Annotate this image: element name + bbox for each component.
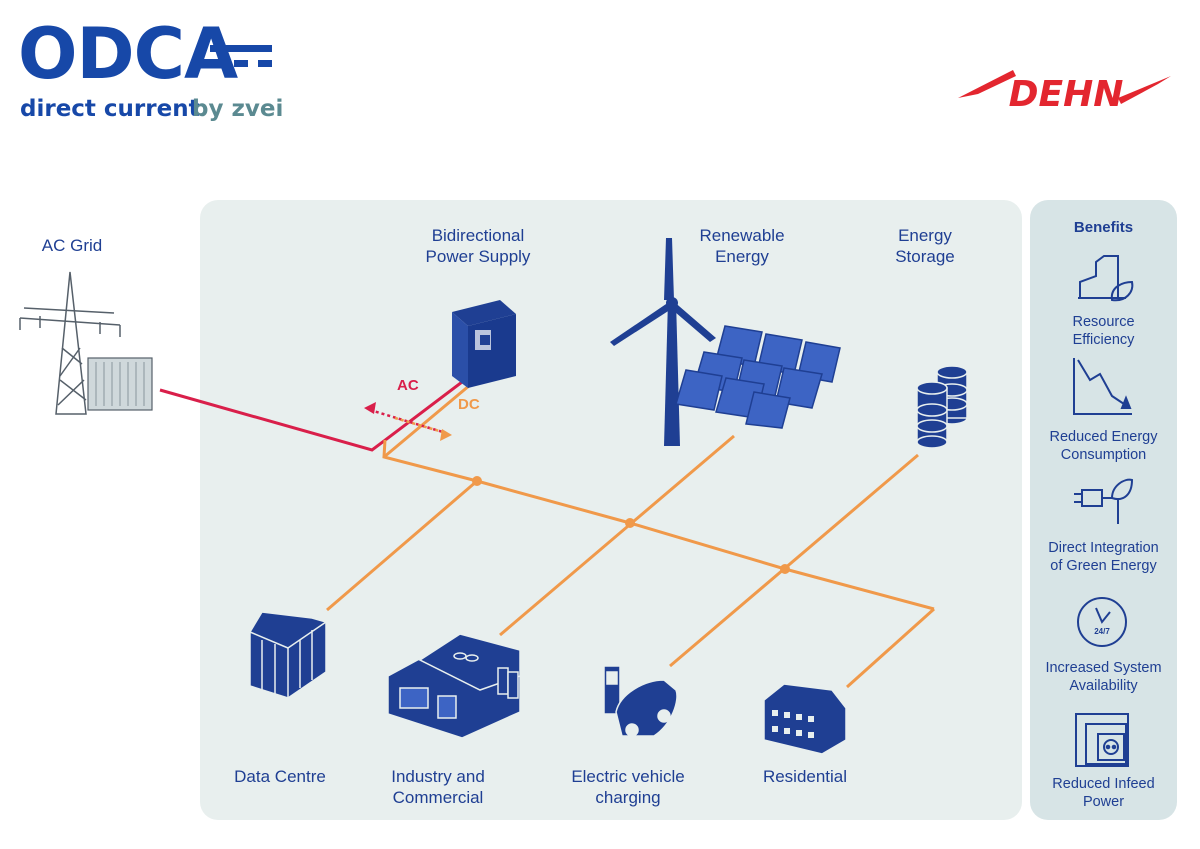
ac-label: AC	[397, 377, 419, 394]
benefit-increased-availability: Increased System Availability	[1030, 659, 1177, 695]
benefit-line2: Availability	[1069, 678, 1138, 694]
dc-junctions	[472, 476, 790, 574]
power-supply-label-line1: Bidirectional	[431, 226, 525, 245]
dc-label: DC	[458, 396, 480, 413]
power-supply-cabinet-icon	[452, 300, 516, 388]
benefit-reduced-energy-consumption: Reduced Energy Consumption	[1030, 428, 1177, 464]
clock-24-7-icon	[1077, 597, 1127, 647]
ev-charging-label-line2: charging	[595, 788, 661, 807]
renewable-energy-label-line1: Renewable	[699, 226, 785, 245]
dc-symbol-icon	[210, 45, 272, 67]
solar-panels-icon	[675, 325, 841, 429]
benefit-line1: Increased System	[1045, 660, 1162, 676]
microgrid-panel	[200, 200, 1022, 820]
benefit-green-energy-integration: Direct Integration of Green Energy	[1030, 539, 1177, 575]
bidirectional-arrow-icon	[364, 402, 452, 441]
dc-network	[326, 378, 936, 689]
factory-leaf-icon	[1078, 255, 1134, 302]
benefit-line1: Reduced Energy	[1049, 429, 1158, 445]
socket-icon	[1075, 713, 1129, 767]
energy-storage-label-line1: Energy	[898, 226, 952, 245]
odca-logo: ODCA	[18, 13, 238, 95]
data-centre-icon	[249, 611, 327, 699]
power-supply-label: Bidirectional Power Supply	[398, 225, 558, 267]
residential-house-icon	[763, 683, 847, 755]
transformer-icon	[87, 357, 153, 411]
data-centre-label: Data Centre	[234, 767, 326, 786]
industry-label-line1: Industry and	[391, 767, 485, 786]
energy-storage-label: Energy Storage	[870, 225, 980, 267]
logo-subtitle-by-zvei: by zvei	[192, 96, 284, 122]
ev-charging-icon	[603, 665, 678, 737]
benefit-reduced-infeed-power: Reduced Infeed Power	[1030, 775, 1177, 811]
ac-line	[159, 380, 463, 452]
industry-label-line2: Commercial	[392, 788, 484, 807]
benefits-title: Benefits	[1073, 219, 1134, 236]
dehn-logo-text: DEHN	[1009, 74, 1124, 115]
logo-subtitle-direct-current: direct current	[20, 96, 200, 122]
benefit-line2: Efficiency	[1072, 332, 1135, 348]
clock-24-7-badge: 24/7	[1094, 627, 1110, 636]
plug-leaf-icon	[1074, 478, 1134, 524]
benefit-line1: Reduced Infeed	[1052, 776, 1155, 792]
wind-turbine-icon	[610, 238, 716, 446]
power-supply-label-line2: Power Supply	[425, 247, 531, 266]
ac-grid-label: AC Grid	[41, 236, 103, 255]
ev-charging-label: Electric vehicle charging	[556, 766, 700, 808]
benefits-panel	[1030, 200, 1177, 820]
power-pylon-icon	[19, 271, 121, 415]
benefit-resource-efficiency: Resource Efficiency	[1030, 313, 1177, 349]
energy-storage-label-line2: Storage	[895, 247, 955, 266]
dehn-logo: DEHN	[958, 70, 1171, 115]
residential-label: Residential	[762, 767, 848, 786]
battery-storage-icon	[916, 365, 968, 449]
benefit-line2: of Green Energy	[1050, 558, 1157, 574]
benefit-line1: Resource	[1072, 314, 1135, 330]
renewable-energy-label-line2: Energy	[715, 247, 769, 266]
benefit-line2: Power	[1082, 794, 1125, 810]
ev-charging-label-line1: Electric vehicle	[571, 767, 685, 786]
industry-factory-icon	[387, 633, 521, 739]
industry-label: Industry and Commercial	[372, 766, 504, 808]
benefit-line1: Direct Integration	[1048, 540, 1159, 556]
benefit-line2: Consumption	[1060, 447, 1147, 463]
downtrend-chart-icon	[1073, 358, 1132, 415]
renewable-energy-label: Renewable Energy	[672, 225, 812, 267]
